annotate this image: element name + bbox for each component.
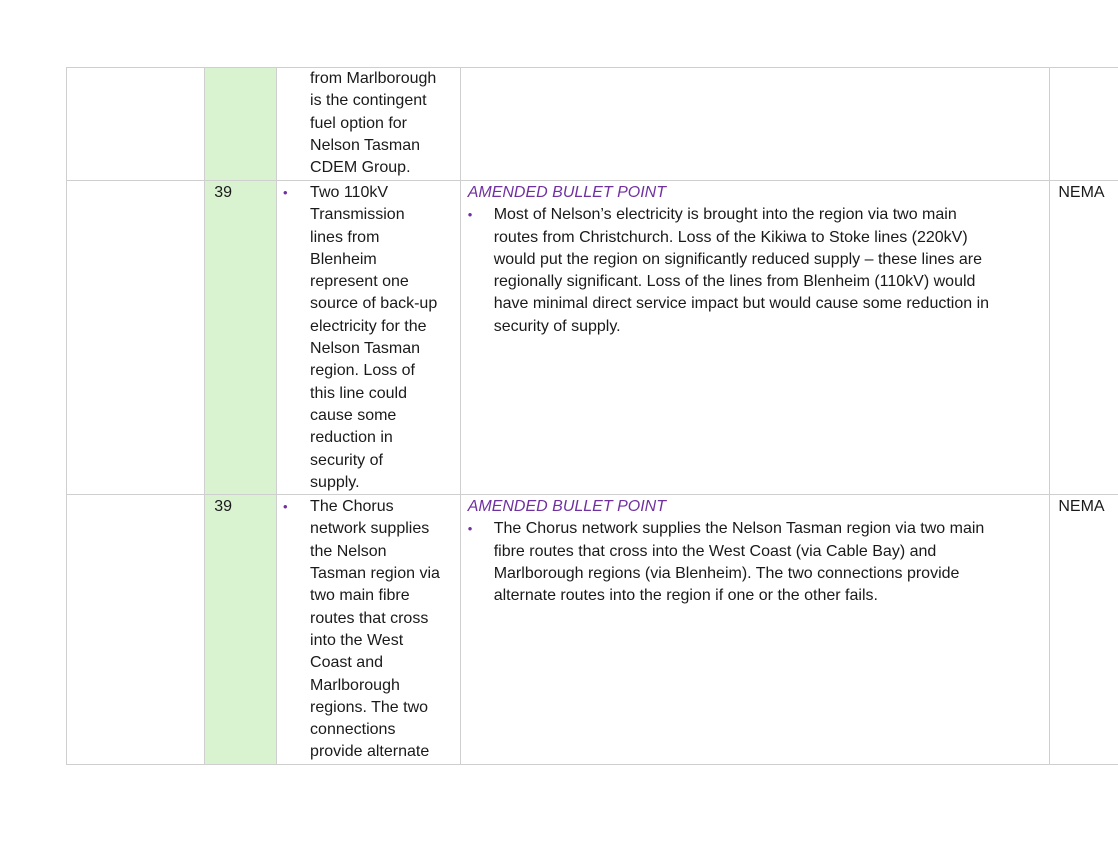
page-number-cell: 39: [204, 179, 278, 496]
table-row: 39 • Two 110kV Transmission lines from B…: [65, 179, 1118, 496]
amendment-text: Most of Nelson’s electricity is brought …: [493, 206, 990, 335]
submissions-table: from Marlborough is the contingent fuel …: [65, 67, 1118, 765]
original-text: Two 110kV Transmission lines from Blenhe…: [310, 184, 438, 491]
bullet-icon: •: [283, 185, 288, 200]
bullet-icon: •: [283, 499, 288, 515]
amendment-cell: AMENDED BULLET POINT • Most of Nelson’s …: [459, 179, 1051, 496]
submitter: NEMA: [1058, 184, 1105, 201]
original-text-cell: • The Chorus network supplies the Nelson…: [276, 494, 461, 765]
bullet-icon: •: [467, 207, 473, 223]
page-number: 39: [214, 184, 233, 201]
page-number: 39: [214, 498, 233, 516]
page-number-cell: [204, 67, 278, 181]
amendment-cell: [459, 67, 1051, 181]
blank-cell: [65, 67, 206, 181]
amendment-text: The Chorus network supplies the Nelson T…: [493, 520, 985, 605]
submitter-cell: NEMA: [1049, 179, 1118, 496]
table-row: 39 • The Chorus network supplies the Nel…: [65, 494, 1118, 765]
blank-cell: [65, 494, 206, 765]
submitter-cell: NEMA: [1049, 494, 1118, 765]
original-text: from Marlborough is the contingent fuel …: [310, 70, 437, 177]
amendment-title: AMENDED BULLET POINT: [467, 498, 666, 516]
table-row: from Marlborough is the contingent fuel …: [65, 67, 1118, 181]
amendment-title: AMENDED BULLET POINT: [467, 184, 666, 201]
original-text-cell: from Marlborough is the contingent fuel …: [276, 67, 461, 181]
original-text-cell: • Two 110kV Transmission lines from Blen…: [276, 179, 461, 496]
bullet-icon: •: [467, 521, 473, 537]
submitter-cell: [1049, 67, 1118, 181]
submitter: NEMA: [1058, 498, 1105, 516]
original-text: The Chorus network supplies the Nelson T…: [310, 498, 440, 761]
amendment-cell: AMENDED BULLET POINT • The Chorus networ…: [459, 494, 1051, 765]
blank-cell: [65, 179, 206, 496]
page-number-cell: 39: [204, 494, 278, 765]
